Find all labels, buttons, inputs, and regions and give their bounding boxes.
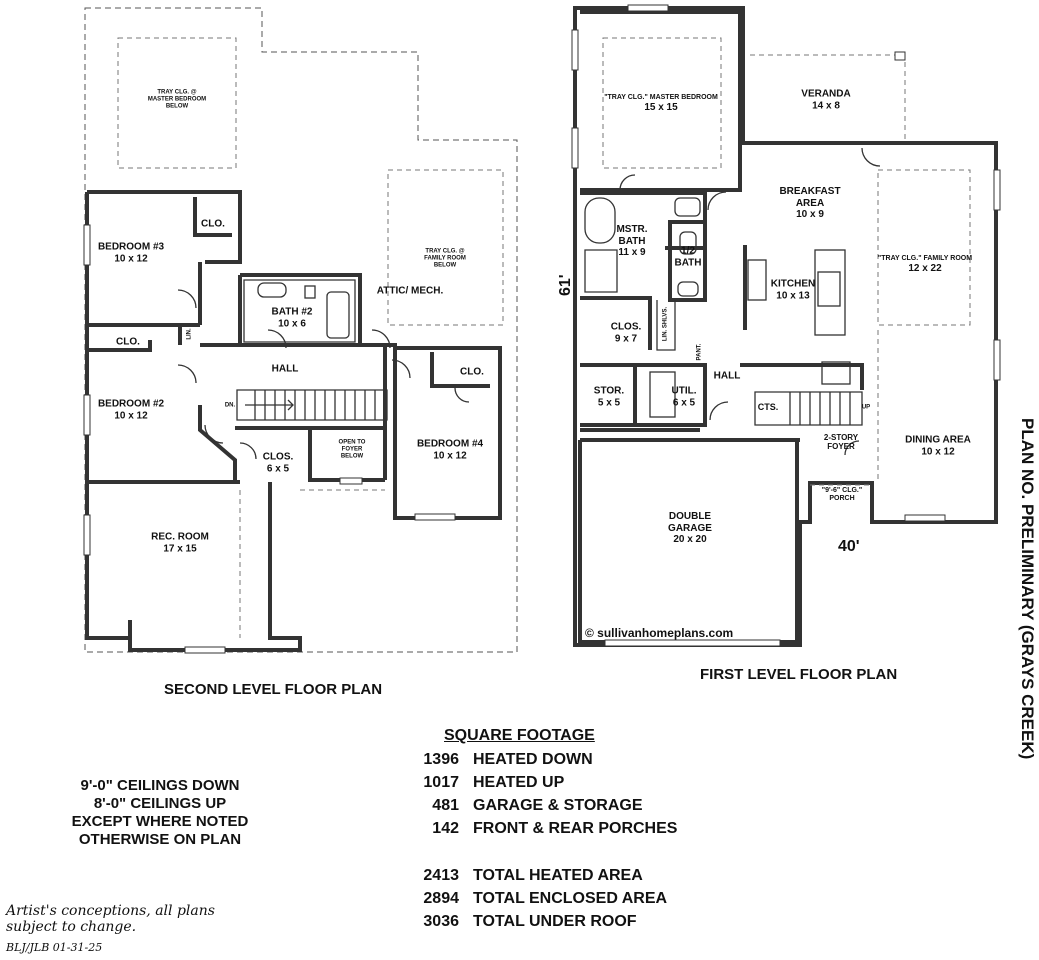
- closet-label-bed2: CLO.: [116, 336, 140, 348]
- room-hall-upper: HALL: [271, 363, 299, 375]
- initials-date: BLJ/JLB 01-31-25: [6, 941, 103, 954]
- room-utility: UTIL.6 x 5: [671, 385, 697, 409]
- square-footage-heading: SQUARE FOOTAGE: [444, 727, 595, 744]
- width-dimension: 40': [838, 538, 860, 555]
- plan-number: PLAN NO. PRELIMINARY (GRAYS CREEK): [1018, 418, 1037, 760]
- room-closet-9x7: CLOS.9 x 7: [610, 321, 642, 345]
- depth-dimension: 61': [557, 274, 574, 296]
- stair-down-label: DN.: [224, 402, 236, 409]
- ceiling-notes: 9'-0" CEILINGS DOWN 8'-0" CEILINGS UP EX…: [71, 777, 249, 848]
- second-level-title: SECOND LEVEL FLOOR PLAN: [164, 681, 383, 698]
- room-half-bath: 1/2 BATH: [674, 245, 702, 269]
- closet-label-bed4: CLO.: [460, 366, 484, 378]
- room-closet-6x5: CLOS.6 x 5: [262, 451, 294, 475]
- attic-mech-label: ATTIC/ MECH.: [376, 285, 444, 297]
- linen-label: LIN.: [186, 328, 193, 340]
- linen-shelves-label: LIN. SHLVS.: [662, 306, 669, 342]
- first-level-title: FIRST LEVEL FLOOR PLAN: [700, 666, 898, 683]
- room-storage: STOR.5 x 5: [593, 385, 625, 409]
- room-hall-lower: HALL: [713, 370, 741, 382]
- disclaimer-text: Artist's conceptions, all plans subject …: [6, 903, 215, 935]
- room-two-story-foyer: 2-STORY FOYER: [823, 432, 859, 451]
- stair-up-label: UP: [861, 404, 871, 411]
- copyright-text: © sullivanhomeplans.com: [585, 626, 734, 640]
- closet-label-bed3: CLO.: [201, 218, 225, 230]
- first-level-plan: [571, 4, 1001, 647]
- pantry-label: PANT.: [696, 343, 703, 361]
- cts-label: CTS.: [757, 401, 779, 412]
- room-porch: "9'-6" CLG." PORCH: [821, 486, 863, 502]
- second-level-plan: [83, 7, 518, 654]
